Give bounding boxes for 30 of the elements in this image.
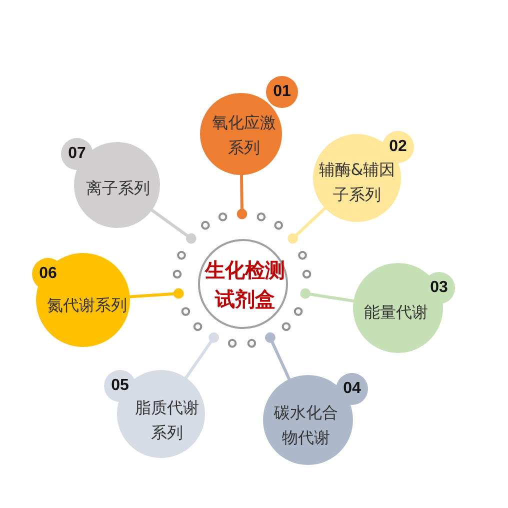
speech-bubble — [32, 253, 130, 347]
category-label: 脂质代谢系列 — [134, 397, 200, 444]
category-label: 离子系列 — [86, 178, 150, 200]
hub-circle — [198, 239, 288, 329]
connector — [128, 288, 184, 299]
step-number: 06 — [39, 265, 57, 283]
step-number: 01 — [273, 83, 291, 101]
category-label: 辅酶&辅因子系列 — [318, 159, 396, 206]
step-number: 04 — [343, 380, 361, 398]
speech-bubble — [200, 76, 298, 175]
speech-bubble — [263, 373, 368, 465]
speech-bubble — [353, 263, 455, 353]
connector — [265, 332, 291, 381]
step-number: 05 — [111, 377, 129, 395]
hub-title: 生化检测试剂盒 — [204, 257, 286, 313]
step-number: 07 — [68, 145, 86, 163]
category-label: 氧化应激系列 — [211, 112, 277, 159]
connector — [288, 206, 326, 244]
step-number: 02 — [389, 138, 407, 156]
category-label: 能量代谢 — [364, 302, 428, 324]
connector — [300, 288, 355, 302]
category-label: 碳水化合物代谢 — [273, 402, 339, 449]
step-number: 03 — [430, 279, 448, 297]
speech-bubble — [61, 138, 160, 228]
connector — [184, 332, 219, 380]
connector — [150, 208, 196, 244]
category-label: 氮代谢系列 — [47, 294, 127, 316]
connector — [236, 174, 248, 220]
speech-bubble — [313, 131, 414, 222]
speech-bubble — [104, 370, 205, 458]
